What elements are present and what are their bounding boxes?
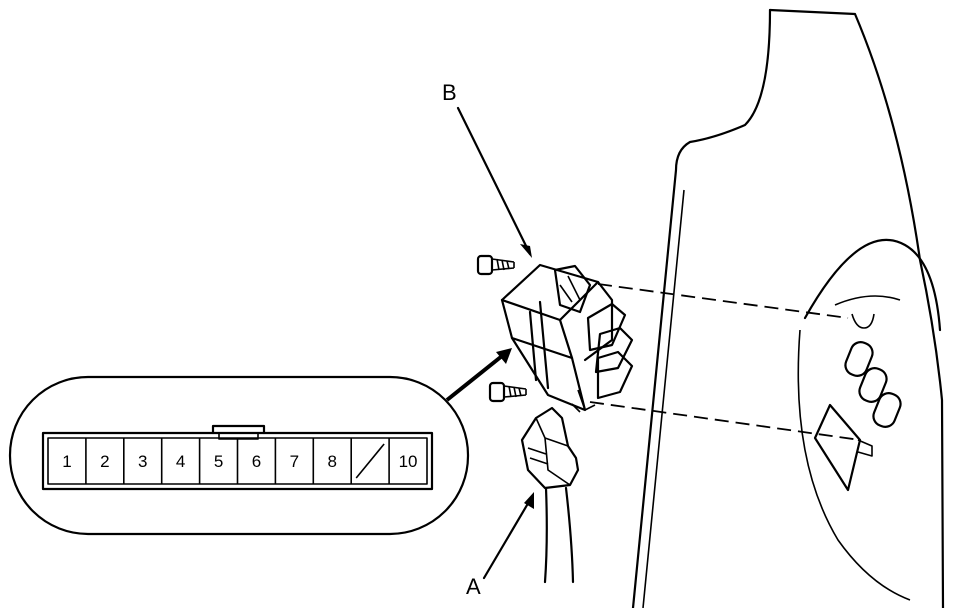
callout-b: B xyxy=(442,80,457,105)
pin-label: 10 xyxy=(399,452,418,471)
pin-label: 4 xyxy=(176,452,185,471)
leader-line-b xyxy=(456,106,532,256)
pin-label: 6 xyxy=(252,452,261,471)
door-panel xyxy=(631,8,945,608)
pin-label: 5 xyxy=(214,452,223,471)
connector-view-bubble xyxy=(8,375,470,536)
callout-a: A xyxy=(466,574,481,599)
empty-pin-slash xyxy=(355,443,385,479)
pin-label: 8 xyxy=(328,452,337,471)
pin-label: 1 xyxy=(62,452,71,471)
screw-lower xyxy=(488,381,527,403)
arrow-head-a xyxy=(524,492,534,509)
screw-upper xyxy=(476,254,515,276)
alignment-line-lower xyxy=(589,401,861,441)
connector-face-view: 1 2 3 4 5 6 7 8 10 xyxy=(8,375,470,536)
alignment-line-upper xyxy=(597,283,849,319)
arrow-head-b xyxy=(520,244,532,258)
power-window-switch xyxy=(500,263,634,413)
view-arrow-head xyxy=(496,348,512,364)
pin-label: 7 xyxy=(290,452,299,471)
wire-harness-connector xyxy=(520,406,580,584)
view-arrow xyxy=(445,354,504,402)
pin-label: 2 xyxy=(100,452,109,471)
leader-line-a xyxy=(482,498,532,580)
pin-label: 3 xyxy=(138,452,147,471)
